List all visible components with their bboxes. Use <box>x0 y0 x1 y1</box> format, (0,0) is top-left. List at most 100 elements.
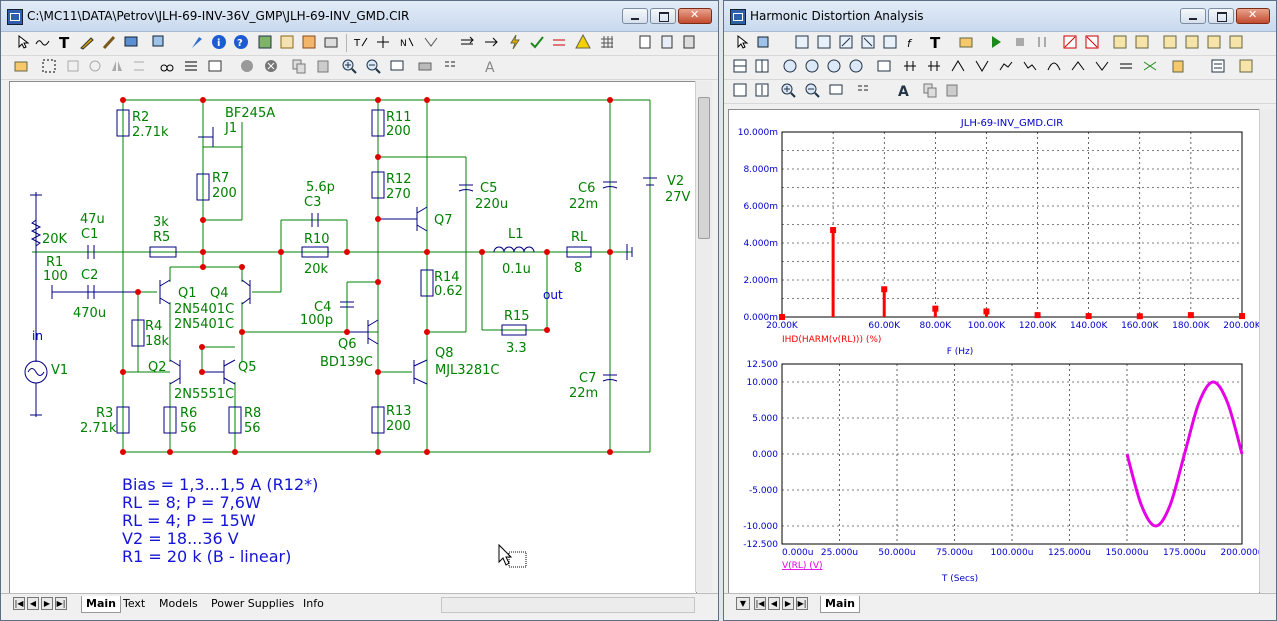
tab-text[interactable]: Text <box>123 597 146 610</box>
maximize-button[interactable] <box>650 8 676 24</box>
mirror-icon[interactable] <box>109 58 125 74</box>
node-numbers-icon[interactable]: T <box>353 34 369 50</box>
global-low-icon[interactable] <box>1094 58 1110 74</box>
peak-find-icon[interactable] <box>950 58 966 74</box>
last-page-icon[interactable]: ▶| <box>796 597 808 610</box>
copy-icon[interactable] <box>922 82 938 98</box>
cursor-mode-icon[interactable] <box>551 34 567 50</box>
grid-table-icon[interactable] <box>301 34 317 50</box>
power-icon[interactable] <box>507 34 523 50</box>
global-high-icon[interactable] <box>1070 58 1086 74</box>
view-4-icon[interactable] <box>1184 34 1200 50</box>
font-icon[interactable]: A <box>896 82 912 98</box>
component-icon[interactable] <box>123 34 139 50</box>
fit-icon[interactable] <box>732 82 748 98</box>
paste-icon[interactable] <box>944 82 960 98</box>
schematic-horizontal-scrollbar[interactable] <box>441 597 695 613</box>
scale-icon[interactable] <box>756 34 772 50</box>
last-page-icon[interactable]: ▶| <box>55 597 67 610</box>
cursor-4-icon[interactable] <box>848 58 864 74</box>
settings-icon[interactable] <box>681 34 697 50</box>
valley-icon[interactable] <box>1084 34 1100 50</box>
show-values-icon[interactable] <box>375 34 391 50</box>
pin-connections-icon[interactable] <box>423 34 439 50</box>
next-page-icon[interactable]: ▶ <box>41 597 53 610</box>
close-button[interactable] <box>678 8 712 24</box>
select-region-icon[interactable] <box>41 58 57 74</box>
bottom-icon[interactable] <box>1142 58 1158 74</box>
currents-icon[interactable] <box>459 34 475 50</box>
zoom-fit-icon[interactable] <box>828 82 844 98</box>
dropdown-icon[interactable] <box>151 34 167 50</box>
split-icon[interactable] <box>732 58 748 74</box>
view-2-icon[interactable] <box>1134 34 1150 50</box>
box-icon[interactable] <box>65 58 81 74</box>
harmonic-plots[interactable]: JLH-69-INV_GMD.CIR 0.000m2.000m4.000m6.0… <box>729 110 1259 593</box>
copy-icon[interactable] <box>291 58 307 74</box>
first-page-icon[interactable]: |◀ <box>13 597 25 610</box>
dropdown-icon[interactable]: ▼ <box>736 597 750 610</box>
flip-icon[interactable] <box>131 58 147 74</box>
view-6-icon[interactable] <box>1228 34 1244 50</box>
cursor-mode-2-icon[interactable] <box>926 58 942 74</box>
low-icon[interactable] <box>1022 58 1038 74</box>
fit-height-icon[interactable] <box>754 82 770 98</box>
step-icon[interactable] <box>239 58 255 74</box>
table-icon[interactable] <box>207 58 223 74</box>
page-icon[interactable] <box>637 34 653 50</box>
print-icon[interactable] <box>417 58 433 74</box>
tab-main[interactable]: Main <box>81 596 121 613</box>
peak-icon[interactable] <box>1062 34 1078 50</box>
edit-icon[interactable] <box>323 34 339 50</box>
schematic-vertical-scrollbar[interactable] <box>695 81 712 592</box>
harmonic-titlebar[interactable]: Harmonic Distortion Analysis <box>724 1 1276 32</box>
zoom-box-icon[interactable] <box>794 34 810 50</box>
brush-icon[interactable] <box>101 34 117 50</box>
top-icon[interactable] <box>1118 58 1134 74</box>
pan-icon[interactable] <box>816 34 832 50</box>
tab-info[interactable]: Info <box>303 597 324 610</box>
scale-x-icon[interactable] <box>838 34 854 50</box>
wire-icon[interactable] <box>35 34 51 50</box>
grid-icon[interactable] <box>599 34 615 50</box>
zoom-out-icon[interactable] <box>804 82 820 98</box>
stop-icon[interactable] <box>263 58 279 74</box>
flag-icon[interactable] <box>189 34 205 50</box>
scale-y-icon[interactable] <box>860 34 876 50</box>
properties-icon[interactable] <box>13 58 29 74</box>
help-icon[interactable]: ? <box>233 34 249 50</box>
high-icon[interactable] <box>998 58 1014 74</box>
clipboard-icon[interactable] <box>1170 58 1186 74</box>
stop-icon[interactable] <box>1012 34 1028 50</box>
inflection-icon[interactable] <box>1046 58 1062 74</box>
list-view-icon[interactable] <box>1210 58 1226 74</box>
zoom-in-icon[interactable] <box>780 82 796 98</box>
view-3-icon[interactable] <box>1162 34 1178 50</box>
next-page-icon[interactable]: ▶ <box>782 597 794 610</box>
node-voltages-icon[interactable]: N <box>399 34 415 50</box>
pen-icon[interactable] <box>79 34 95 50</box>
font-icon[interactable]: A <box>483 58 499 74</box>
check-icon[interactable] <box>529 34 545 50</box>
select-arrow-icon[interactable] <box>15 34 31 50</box>
schematic-canvas[interactable]: R2 2.71k BF245A J1 R7 200 R11 200 R12 27… <box>9 81 697 594</box>
flow-icon[interactable] <box>483 34 499 50</box>
data-points-icon[interactable] <box>876 58 892 74</box>
view-1-icon[interactable] <box>1112 34 1128 50</box>
rotate-icon[interactable] <box>87 58 103 74</box>
prev-page-icon[interactable]: ◀ <box>768 597 780 610</box>
info-icon[interactable]: i <box>211 34 227 50</box>
list-icon[interactable] <box>183 58 199 74</box>
schematic-drawing[interactable]: R2 2.71k BF245A J1 R7 200 R11 200 R12 27… <box>10 82 696 593</box>
cursor-3-icon[interactable] <box>826 58 842 74</box>
layout-icon[interactable] <box>443 58 459 74</box>
prev-page-icon[interactable]: ◀ <box>27 597 39 610</box>
layout-icon[interactable] <box>856 82 872 98</box>
tag-icon[interactable] <box>882 34 898 50</box>
cursor-mode-1-icon[interactable] <box>902 58 918 74</box>
text-tool-icon[interactable]: T <box>928 34 944 50</box>
zoom-out-icon[interactable] <box>365 58 381 74</box>
tab-models[interactable]: Models <box>159 597 198 610</box>
zoom-in-icon[interactable] <box>341 58 357 74</box>
